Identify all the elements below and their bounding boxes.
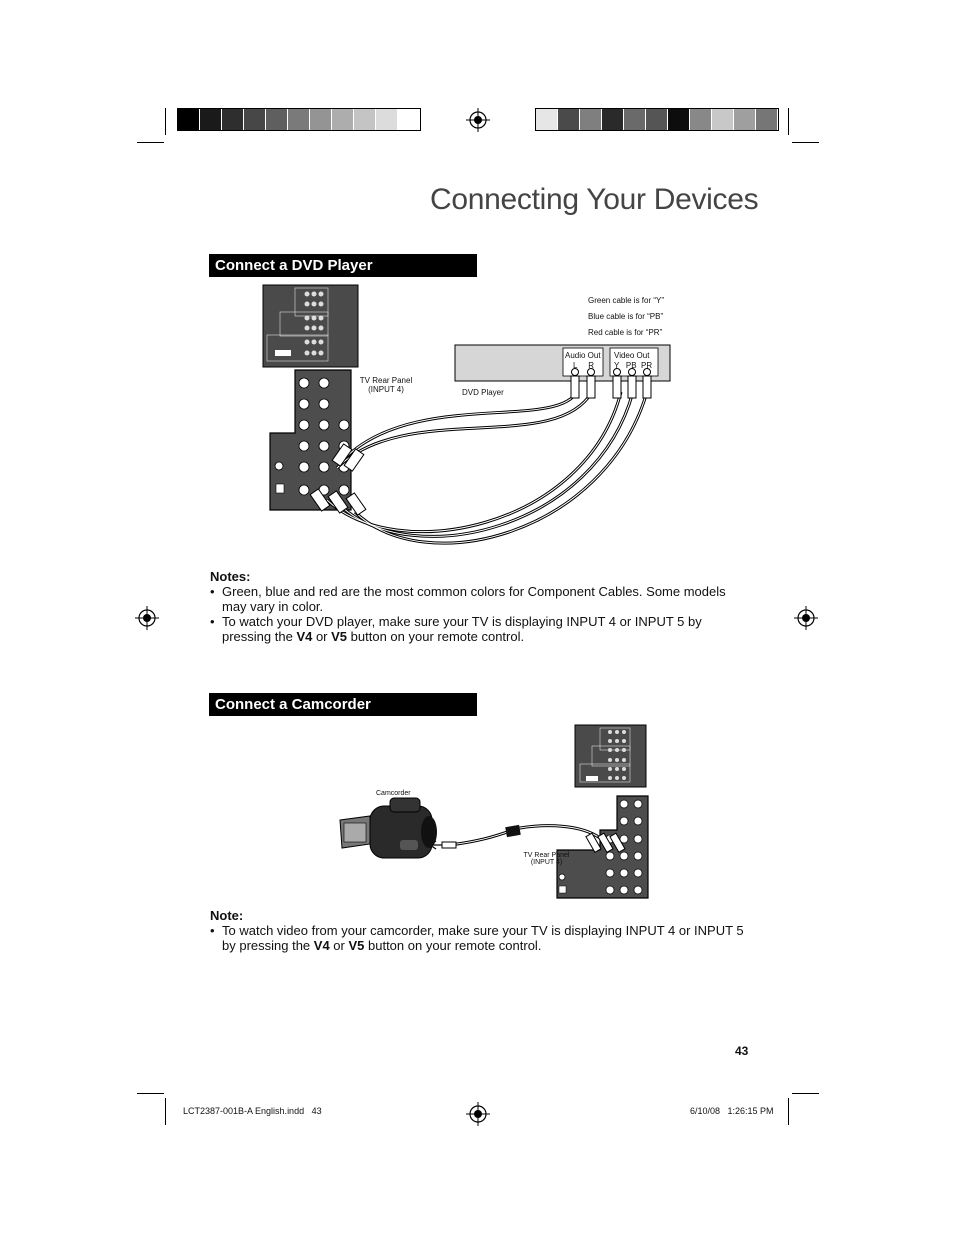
color-swatch <box>536 109 558 130</box>
section-heading-dvd: Connect a DVD Player <box>209 254 477 277</box>
crop-mark <box>792 1093 819 1094</box>
crop-mark <box>788 108 789 135</box>
registration-mark-icon <box>466 1102 490 1126</box>
button-name-v4: V4 <box>296 629 313 644</box>
tv-rear-panel-label-line2: (INPUT 4) <box>368 385 404 394</box>
registration-mark-icon <box>794 606 818 630</box>
color-swatch <box>690 109 712 130</box>
crop-mark <box>165 1098 166 1125</box>
camcorder-connection-diagram <box>339 724 649 899</box>
note-text: To watch your DVD player, make sure your… <box>222 614 702 644</box>
color-bar-left <box>177 108 421 131</box>
color-swatch <box>756 109 778 130</box>
tv-rear-panel-input4 <box>556 795 649 899</box>
registration-mark-icon <box>135 606 159 630</box>
video-out-label: Video Out <box>614 351 650 360</box>
cable-note-pb: Blue cable is for “PB” <box>588 312 664 321</box>
color-swatch <box>734 109 756 130</box>
cable-note-pr: Red cable is for “PR” <box>588 328 663 337</box>
color-swatch <box>354 109 376 130</box>
note-text: or <box>312 629 332 644</box>
color-swatch <box>332 109 354 130</box>
camcorder-notes: Note: To watch video from your camcorder… <box>210 908 750 953</box>
color-swatch <box>624 109 646 130</box>
color-swatch <box>398 109 420 130</box>
tv-rear-panel-input4 <box>269 369 352 511</box>
color-swatch <box>244 109 266 130</box>
note-text: Green, blue and red are the most common … <box>222 584 726 614</box>
camcorder-body <box>339 797 437 859</box>
section-heading-camcorder: Connect a Camcorder <box>209 693 477 716</box>
page-title: Connecting Your Devices <box>430 183 759 216</box>
tv-rear-panel-overview <box>574 724 647 788</box>
color-swatch <box>558 109 580 130</box>
note-text: To watch video from your camcorder, make… <box>222 923 744 953</box>
video-ypbpr-label: Y PB PR <box>614 361 653 370</box>
crop-mark <box>788 1098 789 1125</box>
crop-mark <box>792 142 819 143</box>
color-swatch <box>376 109 398 130</box>
button-name-v5: V5 <box>331 629 348 644</box>
notes-heading: Notes: <box>210 569 251 584</box>
color-swatch <box>178 109 200 130</box>
note-item: Green, blue and red are the most common … <box>210 584 750 614</box>
tv-rear-panel-label-line2: (INPUT 4) <box>530 859 563 866</box>
color-swatch <box>646 109 668 130</box>
button-name-v4: V4 <box>313 938 330 953</box>
note-text: or <box>329 938 349 953</box>
note-text: button on your remote control. <box>347 629 525 644</box>
footer-datetime: 6/10/08 1:26:15 PM <box>690 1106 774 1116</box>
tv-rear-panel-label-line1: TV Rear Panel <box>523 852 570 859</box>
color-swatch <box>602 109 624 130</box>
tv-rear-panel-label-line1: TV Rear Panel <box>359 376 413 385</box>
cable-note-y: Green cable is for “Y” <box>588 296 665 305</box>
note-text: button on your remote control. <box>364 938 542 953</box>
tv-rear-panel-label: TV Rear Panel (INPUT 4) <box>358 376 414 394</box>
color-swatch <box>266 109 288 130</box>
color-bar-right <box>535 108 779 131</box>
note-item: To watch video from your camcorder, make… <box>210 923 750 953</box>
footer-file: LCT2387-001B-A English.indd 43 <box>183 1106 322 1116</box>
audio-out-label: Audio Out <box>565 351 601 360</box>
audio-lr-label: L R <box>573 361 595 370</box>
color-swatch <box>222 109 244 130</box>
color-swatch <box>668 109 690 130</box>
note-item: To watch your DVD player, make sure your… <box>210 614 750 644</box>
crop-mark <box>137 1093 164 1094</box>
color-swatch <box>310 109 332 130</box>
note-heading: Note: <box>210 908 244 923</box>
color-swatch <box>580 109 602 130</box>
dvd-connection-diagram <box>262 284 671 545</box>
color-swatch <box>200 109 222 130</box>
button-name-v5: V5 <box>348 938 365 953</box>
crop-mark <box>137 142 164 143</box>
dvd-player-body <box>454 344 671 399</box>
color-swatch <box>288 109 310 130</box>
camcorder-label: Camcorder <box>376 790 411 797</box>
dvd-player-label: DVD Player <box>462 388 504 397</box>
dvd-notes: Notes: Green, blue and red are the most … <box>210 569 750 644</box>
registration-mark-icon <box>466 108 490 132</box>
color-swatch <box>712 109 734 130</box>
tv-rear-panel-label-cam: TV Rear Panel (INPUT 4) <box>519 852 574 866</box>
tv-rear-panel-overview <box>262 284 359 368</box>
page-number: 43 <box>735 1044 749 1058</box>
crop-mark <box>165 108 166 135</box>
